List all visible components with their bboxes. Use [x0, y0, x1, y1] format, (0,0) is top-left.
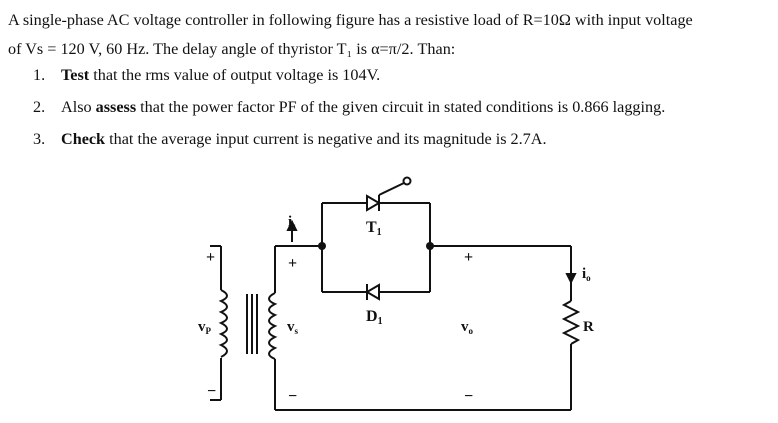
thyristor-t1 — [321, 176, 431, 246]
question-line-1: A single-phase AC voltage controller in … — [8, 11, 693, 29]
list-item: 3. Check that the average input current i… — [33, 126, 665, 158]
is-label: is — [288, 214, 296, 231]
vo-plus: + — [464, 249, 473, 266]
item-text: that the average input current is negati… — [105, 130, 547, 148]
vp-plus: + — [206, 249, 215, 266]
item-text: that the rms value of output voltage is … — [89, 66, 381, 84]
load-side — [275, 245, 581, 411]
question-line-2: of Vs = 120 V, 60 Hz. The delay angle of… — [8, 40, 456, 58]
transformer-core — [246, 294, 258, 354]
item-text: that the power factor PF of the given ci… — [136, 98, 666, 116]
thyristor-label: T1 — [366, 219, 382, 238]
current-arrow-io — [565, 262, 577, 285]
resistor — [561, 300, 581, 345]
primary-coil — [218, 289, 228, 358]
current-arrow-is — [286, 219, 298, 242]
item-keyword: Test — [61, 66, 90, 84]
item-number: 3. — [33, 130, 46, 148]
vs-plus: + — [288, 255, 297, 272]
vo-label: vo — [461, 319, 474, 336]
vs-label: vs — [287, 319, 299, 336]
item-keyword: Check — [61, 130, 106, 148]
item-keyword: assess — [95, 98, 137, 116]
circuit-diagram: T1 D1 is io vP vs vo R + + + − − − — [198, 176, 594, 411]
vs-minus: − — [288, 388, 297, 405]
task-list: 1. Test that the rms value of output volt… — [33, 62, 665, 158]
list-item: 1. Test that the rms value of output volt… — [33, 62, 665, 94]
vp-label: vP — [198, 319, 212, 336]
question-text: A single-phase AC voltage controller in … — [8, 6, 774, 64]
item-number: 2. — [33, 98, 46, 116]
item-prefix: Also — [61, 98, 96, 116]
diode-label: D1 — [366, 308, 383, 327]
list-item: 2. Also assess that the power factor PF o… — [33, 94, 665, 126]
primary-side — [210, 245, 228, 401]
diode-d1 — [321, 246, 431, 301]
vp-minus: − — [207, 383, 216, 400]
vo-minus: − — [464, 388, 473, 405]
item-number: 1. — [33, 66, 46, 84]
r-label: R — [583, 319, 594, 335]
secondary-side — [268, 246, 278, 410]
io-label: io — [582, 266, 591, 283]
secondary-coil — [268, 292, 278, 360]
